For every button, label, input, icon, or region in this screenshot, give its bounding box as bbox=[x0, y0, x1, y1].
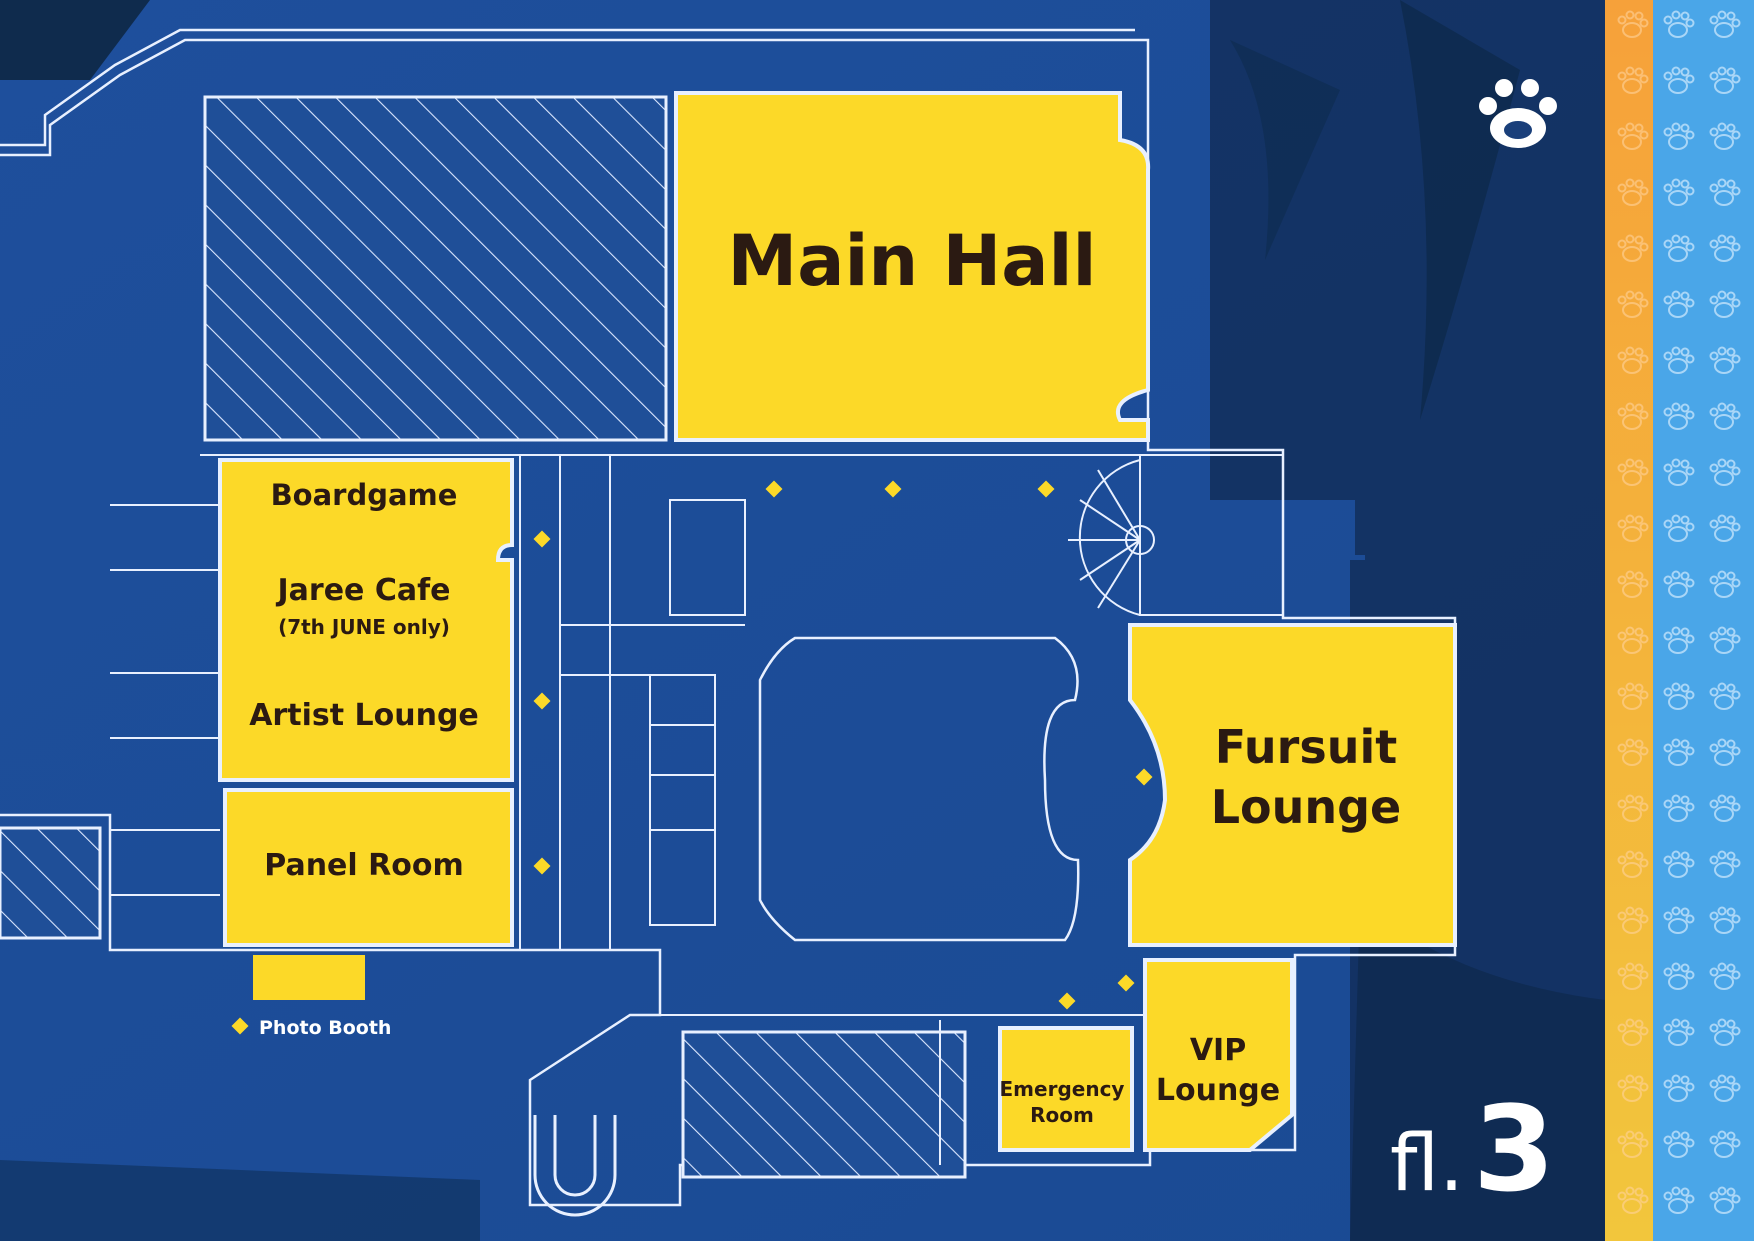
main-hall-room[interactable] bbox=[674, 91, 1151, 442]
paw-logo-icon bbox=[1479, 79, 1557, 148]
unavailable-areas bbox=[0, 95, 967, 1179]
floor-prefix: fl. bbox=[1390, 1119, 1464, 1209]
panel-room-label: Panel Room bbox=[264, 848, 463, 883]
emergency-room[interactable] bbox=[998, 1026, 1134, 1152]
vip-lounge-label-line2: Lounge bbox=[1156, 1073, 1280, 1108]
boardgame-label: Boardgame bbox=[271, 478, 458, 512]
corridor-lines bbox=[110, 454, 1284, 1165]
vip-lounge-label-line1: VIP bbox=[1190, 1033, 1246, 1068]
door-markers bbox=[533, 480, 1153, 1010]
artist-lounge-label: Artist Lounge bbox=[249, 698, 479, 733]
vip-lounge-room[interactable] bbox=[1143, 958, 1294, 1152]
paw-pattern-stripe bbox=[1653, 0, 1754, 1241]
fursuit-lounge-room[interactable] bbox=[1128, 623, 1457, 947]
u-staircase bbox=[533, 1115, 617, 1217]
jungle-backdrop bbox=[0, 0, 1605, 1241]
jaree-cafe-note: (7th JUNE only) bbox=[278, 615, 450, 639]
main-hall-label: Main Hall bbox=[728, 220, 1097, 302]
spiral-staircase bbox=[1068, 459, 1155, 616]
panel-room[interactable] bbox=[223, 788, 514, 947]
photo-booth-label: Photo Booth bbox=[259, 1017, 391, 1039]
emergency-room-label-line2: Room bbox=[1030, 1103, 1094, 1127]
floor-number: 3 bbox=[1473, 1080, 1555, 1218]
photo-booth-area[interactable] bbox=[253, 955, 365, 1000]
fursuit-lounge-label-line1: Fursuit bbox=[1215, 720, 1397, 774]
central-stage bbox=[758, 636, 1080, 942]
boardgame-cafe-artist-block[interactable] bbox=[218, 458, 514, 782]
rooms bbox=[218, 91, 1457, 1152]
fursuit-lounge-label-line2: Lounge bbox=[1211, 780, 1402, 834]
emergency-room-label-line1: Emergency bbox=[1000, 1077, 1125, 1101]
jaree-cafe-label: Jaree Cafe bbox=[276, 573, 451, 608]
